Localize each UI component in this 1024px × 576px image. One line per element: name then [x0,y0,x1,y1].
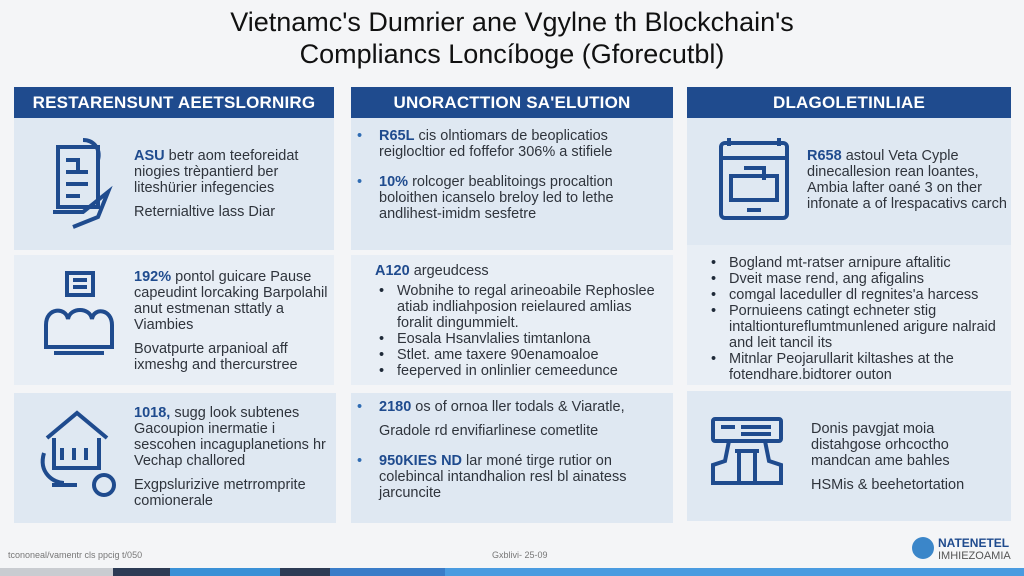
footer-strip [170,568,280,576]
globe-logo-icon [912,537,934,559]
footer-strip [0,568,113,576]
stat-sub: Exgpslurizive metrromprite comionerale [134,477,306,509]
card-col1-row2: 192% pontol guicare Pause capeudint lorc… [14,255,334,385]
card-col3-row1: R658 astoul Veta Cyple dinecallesion rea… [687,118,1011,245]
stat-sub: HSMis & beehetortation [811,477,965,493]
list-item: Wobnihe to regal arineoabile Rephoslee a… [375,283,665,331]
stat-lead: 10% [379,174,409,190]
list-item: Stlet. ame taxere 90enamoaloe [375,347,665,363]
stat-lead: R658 [807,148,842,164]
stat-sub: Gradole rd envifiarlinese cometlite [379,423,599,439]
list-item: Bogland mt-ratser arnipure aftalitic [707,255,1007,271]
stat-text: argeudcess [413,263,489,279]
stat-text: cis olntiomars de beoplicatios reigloclt… [379,128,613,160]
stat-text: betr aom teeforeidat niogies trèpantierd… [134,148,299,196]
house-network-icon [32,403,122,503]
column-header-3: DLAGOLETINLIAE [687,87,1011,118]
footer-strip [445,568,1024,576]
list-item: 950KIES ND lar moné tirge rutior on cole… [357,453,667,501]
stat-sub: Reternialtive lass Diar [134,204,276,220]
column-header-1: RESTARENSUNT AEETSLORNIRG [14,87,334,118]
footer-strip [330,568,445,576]
logo-line-2: IMHIEZOAMIA [938,550,1011,562]
card-col3-row3: Donis pavgjat moia distahgose orhcoctho … [687,391,1011,521]
stat-lead: 2180 [379,399,412,415]
list-item: R65L cis olntiomars de beoplicatios reig… [357,128,667,160]
card-col1-row1: ASU betr aom teeforeidat niogies trèpant… [14,118,334,250]
card-col3-row2: Bogland mt-ratser arnipure aftalitic Dve… [687,245,1011,385]
tablet-device-icon [709,128,799,228]
list-item: Dveit mase rend, ang afigalins [707,271,1007,287]
stat-text: os of ornoa ller todals & Viaratle, [415,399,625,415]
card-col2-row3: 2180 os of ornoa ller todals & Viaratle,… [351,393,673,523]
list-item: feeperved in onlinlier cemeedunce [375,363,665,379]
list-item: 2180 os of ornoa ller todals & Viaratle,… [357,399,667,439]
footer-strip [113,568,170,576]
source-note: tcononeal/vamentr cls ppcig t/050 [8,550,143,560]
column-header-2: UNORACTTION SA'ELUTION [351,87,673,118]
stat-lead: 1018, [134,405,171,421]
stat-text: pontol guicare Pause capeudint lorcaking… [134,269,328,333]
list-item: Mitnlar Peojarullarit kiltashes at the f… [707,351,1007,383]
stat-text: rolcoger beablitoings procaltion boloith… [379,174,614,222]
logo-line-1: NATENETEL [938,536,1010,550]
people-group-icon [34,265,124,365]
stat-text: Donis pavgjat moia distahgose orhcoctho … [811,421,950,469]
card-col2-row1: R65L cis olntiomars de beoplicatios reig… [351,118,673,250]
list-item: Eosala Hsanvlalies timtanlona [375,331,665,347]
list-item: 10% rolcoger beablitoings procaltion bol… [357,174,667,222]
card-col1-row3: 1018, sugg look subtenes Gacoupion inerm… [14,393,336,523]
stat-lead: 950KIES ND [379,453,463,469]
stat-text: astoul Veta Cyple dinecallesion rean loa… [807,148,1007,212]
stat-lead: 192% [134,269,172,285]
stat-lead: ASU [134,148,165,164]
footer-date: Gxblivi- 25-09 [492,550,548,560]
stat-sub: Bovatpurte arpanioal aff ixmeshg and the… [134,341,298,373]
list-item: comgal laceduller dl regnites'a harcess [707,287,1007,303]
stat-text: lar moné tirge rutior on colebincal inta… [379,453,627,501]
hsm-device-icon [707,411,787,501]
title-line-1: Vietnamc's Dumrier ane Vgylne th Blockch… [230,7,794,37]
card-col2-row2: A120 argeudcess Wobnihe to regal arineoa… [351,255,673,385]
footer-strip [280,568,330,576]
stat-lead: R65L [379,128,415,144]
document-hand-icon [38,132,128,232]
stat-lead: A120 [375,263,410,279]
title-line-2: Compliancs Loncíboge (Gforecutbl) [299,39,725,69]
stat-text: sugg look subtenes Gacoupion inermatie i… [134,405,326,469]
list-item: Pornuieens catingt echneter stig intalti… [707,303,1007,351]
